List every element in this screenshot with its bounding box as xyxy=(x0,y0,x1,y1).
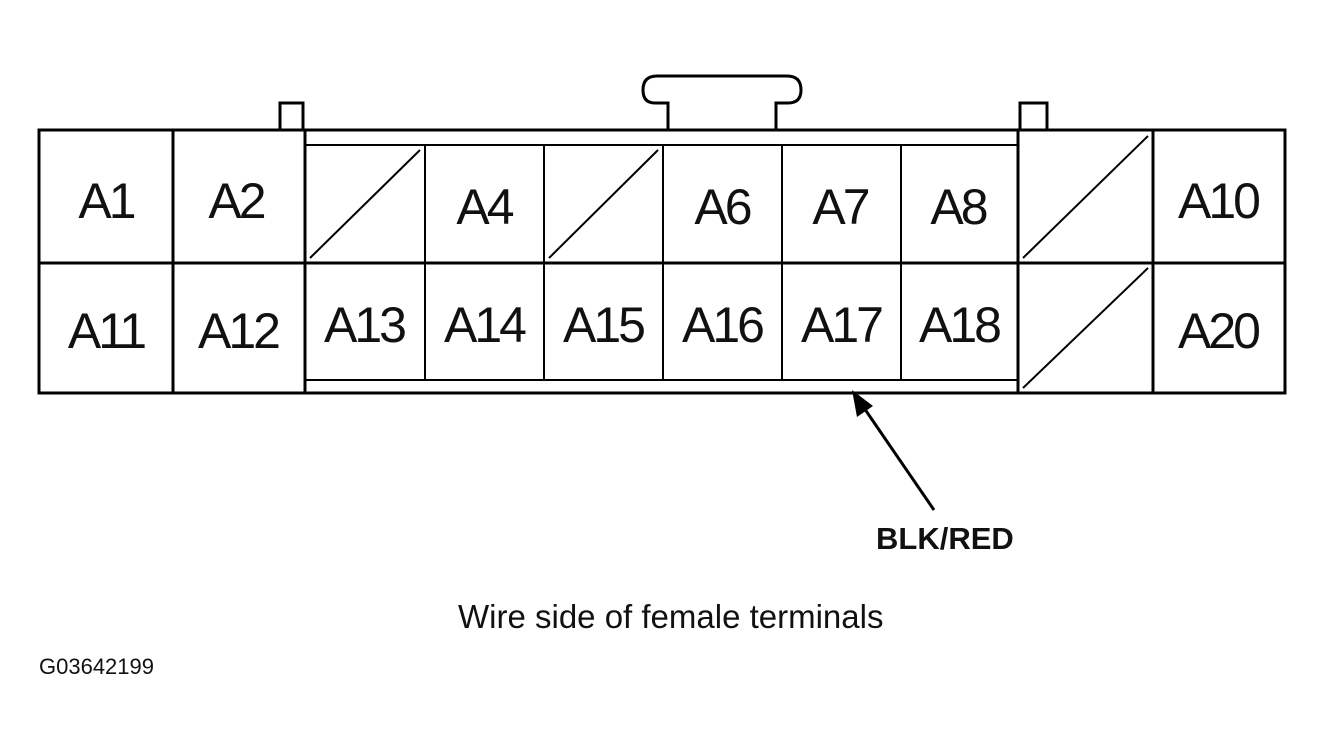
terminal-label: A16 xyxy=(682,297,763,353)
terminal-row-1: A1 A2 A4 A6 A7 A8 A10 xyxy=(78,173,1262,235)
diagram-caption: Wire side of female terminals xyxy=(458,598,883,635)
empty-cavity-slash xyxy=(1022,267,1149,389)
terminal-label: A1 xyxy=(78,173,134,229)
terminal-label: A8 xyxy=(930,179,986,235)
terminal-label: A6 xyxy=(694,179,750,235)
terminal-label: A18 xyxy=(919,297,1000,353)
terminal-label: A4 xyxy=(456,179,513,235)
arrowhead-icon xyxy=(852,390,873,417)
connector-housing xyxy=(37,74,1287,395)
terminal-label: A15 xyxy=(563,297,644,353)
terminal-label: A20 xyxy=(1178,303,1259,359)
terminal-label: A2 xyxy=(208,173,264,229)
key-tab-right xyxy=(1018,101,1049,130)
wire-color-label: BLK/RED xyxy=(876,521,1014,556)
terminal-label: A13 xyxy=(324,297,405,353)
terminal-label: A12 xyxy=(198,303,279,359)
empty-cavity-marks xyxy=(309,135,1149,389)
terminal-row-2: A11 A12 A13 A14 A15 A16 A17 A18 A20 xyxy=(68,297,1262,359)
empty-cavity-slash xyxy=(309,149,421,259)
figure-id: G03642199 xyxy=(39,654,154,679)
lock-tab xyxy=(641,74,803,130)
terminal-label: A10 xyxy=(1178,173,1259,229)
terminal-label: A11 xyxy=(68,303,145,359)
terminal-label: A7 xyxy=(812,179,868,235)
terminal-label: A17 xyxy=(801,297,882,353)
wire-callout: BLK/RED xyxy=(852,390,1014,556)
callout-arrow-line xyxy=(860,404,936,511)
terminal-label: A14 xyxy=(444,297,526,353)
empty-cavity-slash xyxy=(548,149,659,259)
key-tab-left xyxy=(278,101,305,130)
empty-cavity-slash xyxy=(1022,135,1149,259)
